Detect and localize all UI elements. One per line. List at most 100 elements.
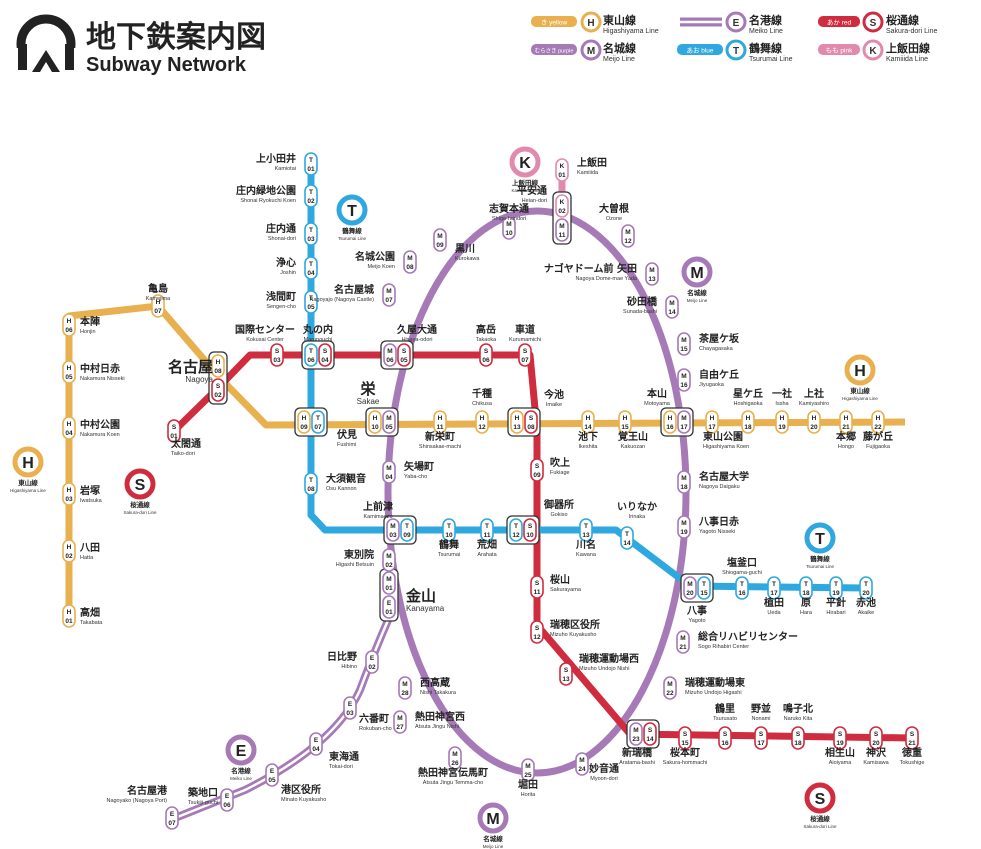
- svg-text:15: 15: [621, 424, 629, 431]
- station-code-h18: H18: [741, 410, 755, 434]
- station-name-en: Arahata: [477, 552, 497, 558]
- station-name-jp: 荒畑: [476, 538, 497, 551]
- station-name-jp: 星ケ丘: [733, 388, 763, 400]
- station-code-e06: E06: [220, 788, 234, 812]
- station-name-en: Kokusai Center: [246, 337, 284, 343]
- svg-text:08: 08: [406, 264, 414, 271]
- legend-color-label: むらさき purple: [535, 48, 574, 55]
- svg-text:01: 01: [65, 618, 73, 625]
- svg-text:10: 10: [445, 532, 453, 539]
- svg-text:14: 14: [646, 736, 654, 743]
- station-name-en: Ozone: [606, 216, 622, 222]
